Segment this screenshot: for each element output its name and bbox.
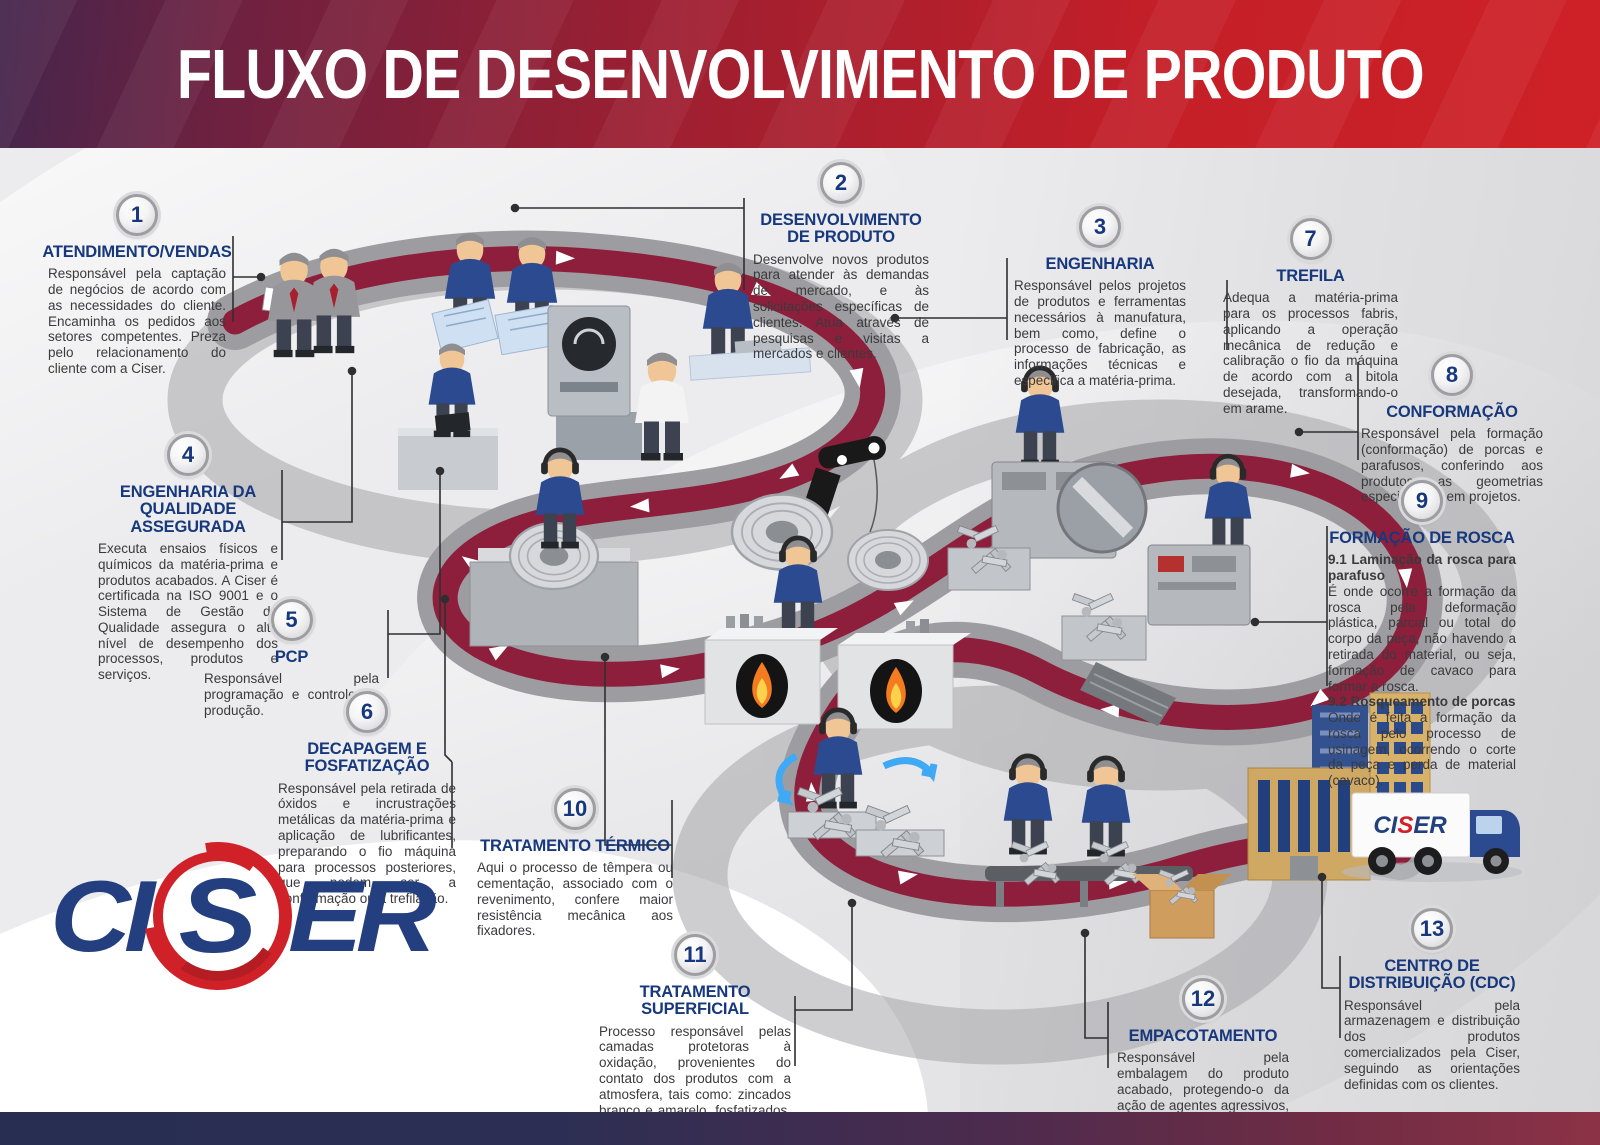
step-number: 2	[820, 162, 862, 204]
step-13-centro-de-distribuicao: 13 CENTRO DE DISTRIBUIÇÃO (CDC) Responsá…	[1344, 908, 1520, 1092]
logo-text-er: ER	[288, 859, 437, 973]
step-3-engenharia: 3 ENGENHARIA Responsável pelos projetos …	[1014, 206, 1186, 389]
step-number: 3	[1079, 206, 1121, 248]
step-description: 9.1 Laminação da rosca para parafuso É o…	[1328, 552, 1516, 789]
pcp-desk-worker-illustration	[398, 343, 498, 490]
step-1-atendimento-vendas: 1 ATENDIMENTO/VENDAS Responsável pela ca…	[42, 194, 232, 377]
step-title: TRATAMENTO TÉRMICO	[480, 837, 670, 855]
step-description: Adequa a matéria-prima para os processos…	[1223, 290, 1398, 416]
step-title: EMPACOTAMENTO	[1128, 1027, 1278, 1045]
step-title: CENTRO DE DISTRIBUIÇÃO (CDC)	[1348, 957, 1516, 993]
step-number: 9	[1401, 480, 1443, 522]
step-number: 11	[674, 934, 716, 976]
step-number: 13	[1411, 908, 1453, 950]
step-title: TRATAMENTO SUPERFICIAL	[639, 983, 751, 1019]
step-description: Aqui o processo de têmpera ou cementação…	[477, 860, 673, 939]
step-7-trefila: 7 TREFILA Adequa a matéria-prima para os…	[1223, 218, 1398, 417]
step-8-conformacao: 8 CONFORMAÇÃO Responsável pela formação …	[1361, 354, 1543, 505]
substep-text: Onde é feita a formação da rosca pelo pr…	[1328, 710, 1516, 789]
step-number: 12	[1182, 978, 1224, 1020]
conveyor-chute-illustration	[1080, 662, 1176, 726]
step-title: DESENVOLVIMENTO DE PRODUTO	[760, 211, 922, 247]
logo-text-ci: CI	[50, 859, 155, 973]
substep-title: 9.1 Laminação da rosca para parafuso	[1328, 552, 1516, 584]
step-title: PCP	[274, 648, 309, 666]
step-number: 5	[270, 599, 313, 641]
step-title: CONFORMAÇÃO	[1386, 403, 1518, 421]
step-title: FORMAÇÃO DE ROSCA	[1329, 529, 1515, 547]
profile-projector-illustration	[547, 305, 689, 461]
step-description: Responsável pela captação de negócios de…	[48, 266, 226, 376]
step-number: 1	[116, 194, 158, 236]
step-10-tratamento-termico: 10 TRATAMENTO TÉRMICO Aqui o processo de…	[477, 788, 673, 939]
substep-title: 9.2 Rosqueamento de porcas	[1328, 694, 1516, 710]
step-title: ENGENHARIA	[1045, 255, 1155, 273]
conformacao-machine-illustration	[1147, 456, 1251, 626]
step-number: 4	[167, 434, 209, 476]
poster-title: FLUXO DE DESENVOLVIMENTO DE PRODUTO	[176, 35, 1424, 113]
step-number: 8	[1431, 354, 1473, 396]
substep-text: É onde ocorre a formação da rosca pela d…	[1328, 583, 1516, 694]
step-9-formacao-de-rosca: 9 FORMAÇÃO DE ROSCA 9.1 Laminação da ros…	[1328, 480, 1516, 789]
step-2-desenvolvimento-de-produto: 2 DESENVOLVIMENTO DE PRODUTO Desenvolve …	[753, 162, 929, 362]
step-description: Responsável pela armazenagem e distribui…	[1344, 997, 1520, 1092]
step-description: Desenvolve novos produtos para atender à…	[753, 251, 929, 362]
step-number: 6	[346, 691, 388, 733]
step-description: Responsável pelos projetos de produtos e…	[1014, 278, 1186, 388]
delivery-truck-illustration: CISER	[1342, 792, 1522, 882]
header-banner: FLUXO DE DESENVOLVIMENTO DE PRODUTO	[0, 0, 1600, 148]
ciser-logo: CI S ER	[50, 812, 437, 1020]
step-title: ENGENHARIA DA QUALIDADE ASSEGURADA	[119, 483, 257, 536]
step-number: 10	[554, 788, 596, 830]
footer-bar	[0, 1112, 1600, 1145]
svg-text:CISER: CISER	[1373, 812, 1447, 839]
logo-text-s: S	[178, 856, 258, 976]
logo-swirl-icon: S	[114, 812, 322, 1020]
step-title: TREFILA	[1276, 267, 1345, 285]
step-number: 7	[1289, 218, 1332, 260]
step-title: ATENDIMENTO/VENDAS	[42, 243, 232, 261]
step-title: DECAPAGEM E FOSFATIZAÇÃO	[304, 740, 430, 776]
